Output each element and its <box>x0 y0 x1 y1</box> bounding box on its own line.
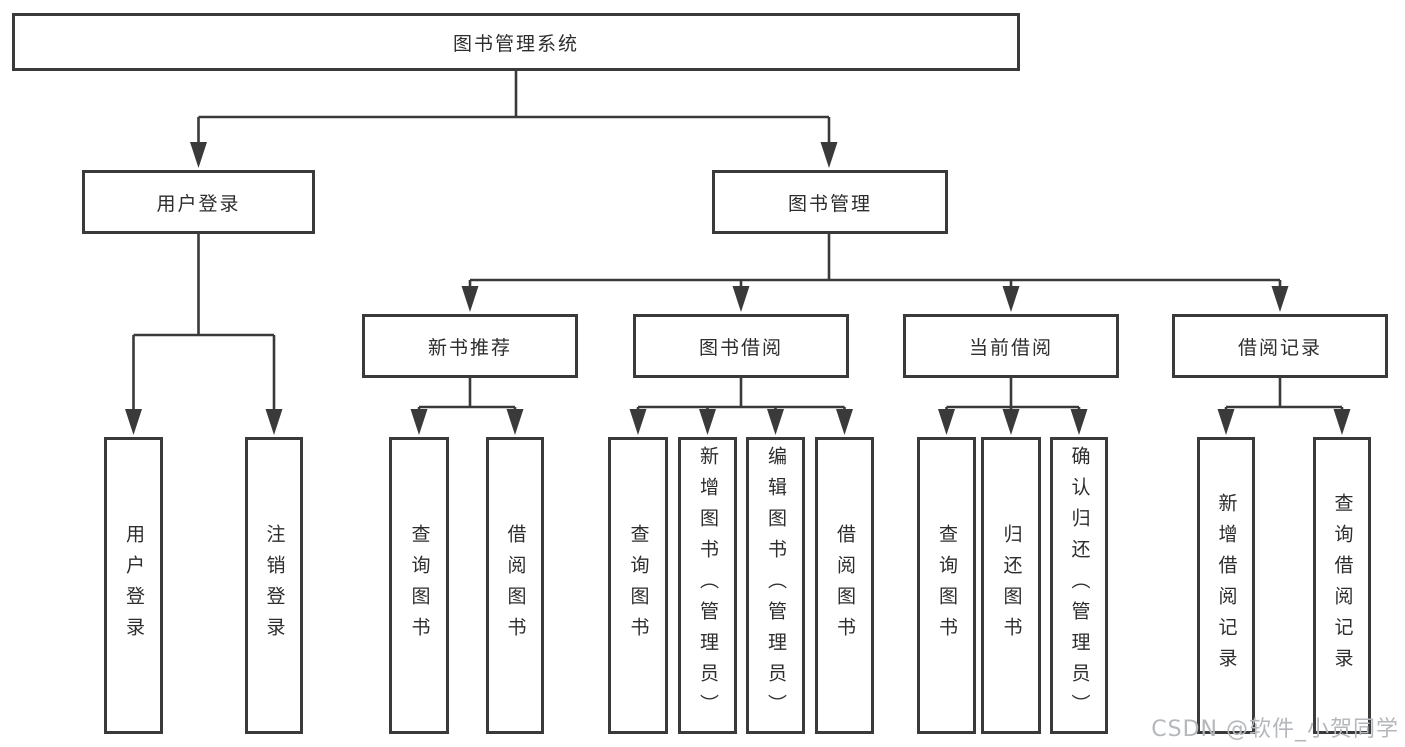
leaf-cb-confirm-return-admin: 确认归还（管理员） <box>1050 437 1108 734</box>
leaf-bb-add-books-admin-label: 新增图书（管理员） <box>697 446 719 725</box>
leaf-bb-add-books-admin: 新增图书（管理员） <box>678 437 737 734</box>
node-book-management-label: 图书管理 <box>787 192 872 215</box>
leaf-cb-return-books-label: 归还图书 <box>1000 523 1023 648</box>
leaf-nbr-query-books-label: 查询图书 <box>408 523 431 648</box>
leaf-user-login: 用户登录 <box>104 437 163 734</box>
leaf-br-query-record-label: 查询借阅记录 <box>1331 492 1354 679</box>
leaf-logout-label: 注销登录 <box>263 523 286 648</box>
leaf-cb-query-books: 查询图书 <box>917 437 976 734</box>
leaf-bb-borrow-books-label: 借阅图书 <box>834 523 856 648</box>
node-book-borrowing: 图书借阅 <box>633 314 849 378</box>
leaf-bb-edit-books-admin-label: 编辑图书（管理员） <box>765 446 787 725</box>
node-current-borrowing-label: 当前借阅 <box>968 336 1053 359</box>
node-root: 图书管理系统 <box>12 13 1020 71</box>
leaf-nbr-borrow-books: 借阅图书 <box>486 437 544 734</box>
node-user-login: 用户登录 <box>82 170 315 234</box>
leaf-br-add-record: 新增借阅记录 <box>1197 437 1255 734</box>
node-current-borrowing: 当前借阅 <box>903 314 1119 378</box>
leaf-br-add-record-label: 新增借阅记录 <box>1215 492 1238 679</box>
leaf-bb-query-books: 查询图书 <box>608 437 668 734</box>
leaf-bb-edit-books-admin: 编辑图书（管理员） <box>746 437 805 734</box>
node-new-book-recommend-label: 新书推荐 <box>427 336 512 359</box>
leaf-bb-query-books-label: 查询图书 <box>627 523 650 648</box>
leaf-nbr-borrow-books-label: 借阅图书 <box>504 523 527 648</box>
leaf-user-login-label: 用户登录 <box>123 523 145 648</box>
arrowheads <box>125 142 1351 435</box>
leaf-cb-query-books-label: 查询图书 <box>936 523 958 648</box>
node-book-borrowing-label: 图书借阅 <box>698 336 783 359</box>
node-user-login-label: 用户登录 <box>156 192 241 215</box>
node-book-management: 图书管理 <box>712 170 948 234</box>
leaf-bb-borrow-books: 借阅图书 <box>815 437 874 734</box>
csdn-watermark: CSDN @软件_小贺同学 <box>1151 717 1399 742</box>
leaf-logout: 注销登录 <box>245 437 303 734</box>
leaf-cb-return-books: 归还图书 <box>981 437 1041 734</box>
node-borrowing-records-label: 借阅记录 <box>1237 336 1322 359</box>
node-new-book-recommend: 新书推荐 <box>362 314 578 378</box>
leaf-nbr-query-books: 查询图书 <box>389 437 449 734</box>
leaf-br-query-record: 查询借阅记录 <box>1313 437 1371 734</box>
node-borrowing-records: 借阅记录 <box>1172 314 1388 378</box>
node-root-label: 图书管理系统 <box>452 32 579 55</box>
leaf-cb-confirm-return-admin-label: 确认归还（管理员） <box>1068 446 1091 725</box>
